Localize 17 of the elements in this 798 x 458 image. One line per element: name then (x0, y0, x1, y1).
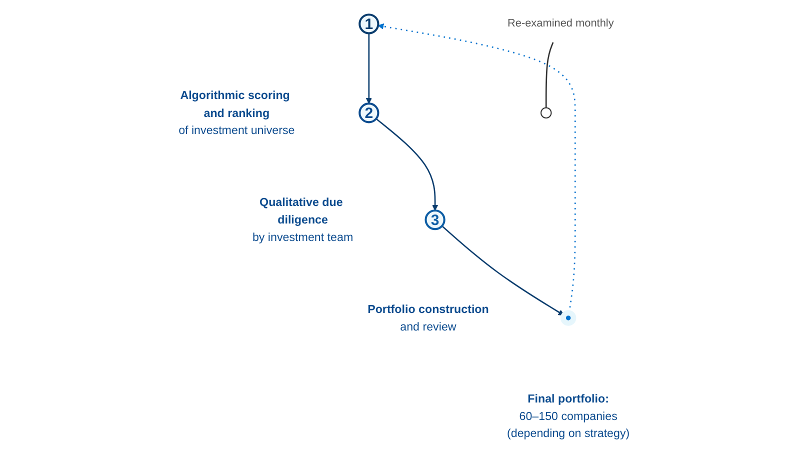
arrow (376, 118, 438, 211)
node-circle: 2 (358, 102, 380, 124)
node-label: 60–150 companies (519, 410, 618, 422)
node-label: and review (400, 320, 456, 333)
node-label: Portfolio construction (368, 302, 489, 316)
node-text: Re-examined monthly (507, 18, 614, 30)
connector (545, 42, 554, 108)
node-circle: 1 (358, 14, 380, 34)
node-label: (depending on strategy) (506, 426, 630, 440)
node-circle (540, 107, 552, 119)
node-label: Final portfolio: (528, 392, 609, 406)
node-label: of investment universe (178, 124, 295, 137)
arrow (366, 33, 372, 104)
node-label: by investment team (252, 230, 354, 244)
arrow (442, 225, 564, 316)
node-circle: 3 (424, 209, 446, 230)
node-circle (560, 310, 576, 326)
